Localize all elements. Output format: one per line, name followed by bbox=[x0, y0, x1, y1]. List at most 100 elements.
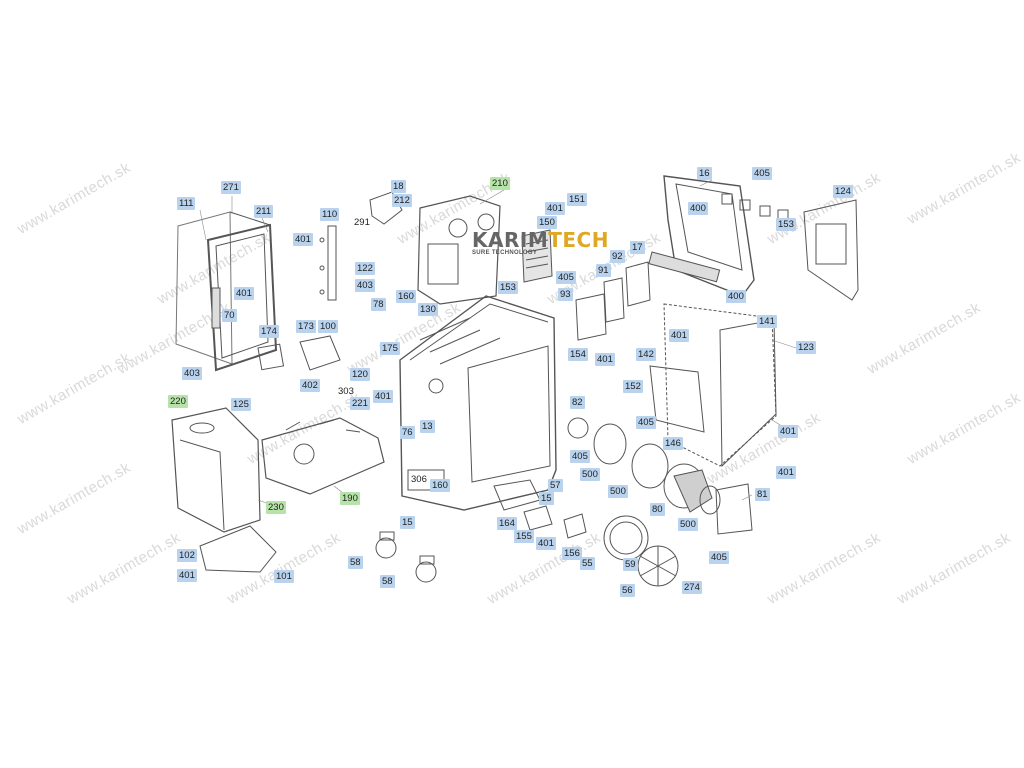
part-callout[interactable]: 401 bbox=[778, 425, 798, 438]
part-callout[interactable]: 142 bbox=[636, 348, 656, 361]
part-callout[interactable]: 70 bbox=[222, 309, 237, 322]
part-callout[interactable]: 141 bbox=[757, 315, 777, 328]
assembly-callout[interactable]: 190 bbox=[340, 492, 360, 505]
part-callout[interactable]: 401 bbox=[776, 466, 796, 479]
part-callout[interactable]: 212 bbox=[392, 194, 412, 207]
door-frame-part bbox=[175, 211, 278, 372]
part-callout[interactable]: 211 bbox=[254, 205, 274, 218]
part-callout[interactable]: 93 bbox=[558, 288, 573, 301]
assembly-callout[interactable]: 230 bbox=[266, 501, 286, 514]
part-callout[interactable]: 175 bbox=[380, 342, 400, 355]
part-callout[interactable]: 274 bbox=[682, 581, 702, 594]
filter-holder-part bbox=[575, 293, 607, 341]
door-panel-part bbox=[649, 365, 705, 433]
part-callout[interactable]: 82 bbox=[570, 396, 585, 409]
part-callout[interactable]: 81 bbox=[755, 488, 770, 501]
part-callout[interactable]: 55 bbox=[580, 557, 595, 570]
part-callout[interactable]: 174 bbox=[259, 325, 279, 338]
part-callout[interactable]: 56 bbox=[620, 584, 635, 597]
part-label: 291 bbox=[354, 217, 370, 228]
part-callout[interactable]: 500 bbox=[678, 518, 698, 531]
part-callout[interactable]: 58 bbox=[380, 575, 395, 588]
part-callout[interactable]: 173 bbox=[296, 320, 316, 333]
part-callout[interactable]: 156 bbox=[562, 547, 582, 560]
part-callout[interactable]: 402 bbox=[300, 379, 320, 392]
part-callout[interactable]: 500 bbox=[580, 468, 600, 481]
brand-logo: KARIMTECH SURE TECHNOLOGY bbox=[472, 228, 609, 256]
base-plate-part bbox=[199, 525, 277, 573]
part-callout[interactable]: 110 bbox=[320, 208, 340, 221]
part-callout[interactable]: 153 bbox=[498, 281, 518, 294]
part-callout[interactable]: 401 bbox=[177, 569, 197, 582]
part-callout[interactable]: 160 bbox=[396, 290, 416, 303]
part-callout[interactable]: 122 bbox=[355, 262, 375, 275]
part-callout[interactable]: 401 bbox=[595, 353, 615, 366]
filter-part bbox=[603, 277, 625, 323]
part-callout[interactable]: 16 bbox=[697, 167, 712, 180]
panel-part bbox=[257, 343, 285, 371]
part-callout[interactable]: 401 bbox=[373, 390, 393, 403]
grille-part bbox=[521, 229, 553, 283]
part-callout[interactable]: 146 bbox=[663, 437, 683, 450]
part-callout[interactable]: 15 bbox=[400, 516, 415, 529]
part-callout[interactable]: 401 bbox=[234, 287, 254, 300]
part-callout[interactable]: 152 bbox=[623, 380, 643, 393]
part-callout[interactable]: 403 bbox=[355, 279, 375, 292]
part-callout[interactable]: 400 bbox=[688, 202, 708, 215]
part-callout[interactable]: 15 bbox=[539, 492, 554, 505]
part-callout[interactable]: 221 bbox=[350, 397, 370, 410]
part-callout[interactable]: 500 bbox=[608, 485, 628, 498]
part-callout[interactable]: 78 bbox=[371, 298, 386, 311]
part-callout[interactable]: 111 bbox=[177, 197, 196, 210]
part-callout[interactable]: 124 bbox=[833, 185, 853, 198]
part-callout[interactable]: 164 bbox=[497, 517, 517, 530]
part-callout[interactable]: 80 bbox=[650, 503, 665, 516]
foot-part bbox=[523, 505, 553, 531]
electrical-unit bbox=[261, 417, 385, 495]
part-callout[interactable]: 400 bbox=[726, 290, 746, 303]
part-callout[interactable]: 100 bbox=[318, 320, 338, 333]
part-callout[interactable]: 59 bbox=[623, 558, 638, 571]
part-callout[interactable]: 401 bbox=[669, 329, 689, 342]
part-callout[interactable]: 401 bbox=[545, 202, 565, 215]
logo-tagline: SURE TECHNOLOGY bbox=[472, 250, 538, 256]
part-callout[interactable]: 120 bbox=[350, 368, 370, 381]
fan-part bbox=[567, 417, 589, 439]
part-callout[interactable]: 58 bbox=[348, 556, 363, 569]
part-callout[interactable]: 91 bbox=[596, 264, 611, 277]
part-callout[interactable]: 405 bbox=[556, 271, 576, 284]
part-callout[interactable]: 150 bbox=[537, 216, 557, 229]
back-panel-part bbox=[663, 303, 777, 468]
foot-part bbox=[493, 479, 541, 511]
part-callout[interactable]: 130 bbox=[418, 303, 438, 316]
part-callout[interactable]: 401 bbox=[293, 233, 313, 246]
part-callout[interactable]: 18 bbox=[391, 180, 406, 193]
part-callout[interactable]: 401 bbox=[536, 537, 556, 550]
hinge-bar-part bbox=[319, 225, 337, 301]
motor-part bbox=[593, 423, 753, 535]
part-callout[interactable]: 405 bbox=[752, 167, 772, 180]
assembly-callout[interactable]: 210 bbox=[490, 177, 510, 190]
part-callout[interactable]: 154 bbox=[568, 348, 588, 361]
part-callout[interactable]: 153 bbox=[776, 218, 796, 231]
part-callout[interactable]: 101 bbox=[274, 570, 294, 583]
part-callout[interactable]: 76 bbox=[400, 426, 415, 439]
part-callout[interactable]: 405 bbox=[570, 450, 590, 463]
part-callout[interactable]: 405 bbox=[709, 551, 729, 564]
assembly-callout[interactable]: 220 bbox=[168, 395, 188, 408]
part-callout[interactable]: 405 bbox=[636, 416, 656, 429]
part-callout[interactable]: 57 bbox=[548, 479, 563, 492]
part-callout[interactable]: 271 bbox=[221, 181, 241, 194]
part-callout[interactable]: 151 bbox=[567, 193, 587, 206]
part-callout[interactable]: 13 bbox=[420, 420, 435, 433]
part-callout[interactable]: 160 bbox=[430, 479, 450, 492]
part-callout[interactable]: 403 bbox=[182, 367, 202, 380]
part-callout[interactable]: 102 bbox=[177, 549, 197, 562]
part-callout[interactable]: 155 bbox=[514, 530, 534, 543]
part-callout[interactable]: 123 bbox=[796, 341, 816, 354]
part-callout[interactable]: 125 bbox=[231, 398, 251, 411]
part-callout[interactable]: 92 bbox=[610, 250, 625, 263]
wheel-part bbox=[603, 515, 679, 587]
part-callout[interactable]: 17 bbox=[630, 241, 645, 254]
